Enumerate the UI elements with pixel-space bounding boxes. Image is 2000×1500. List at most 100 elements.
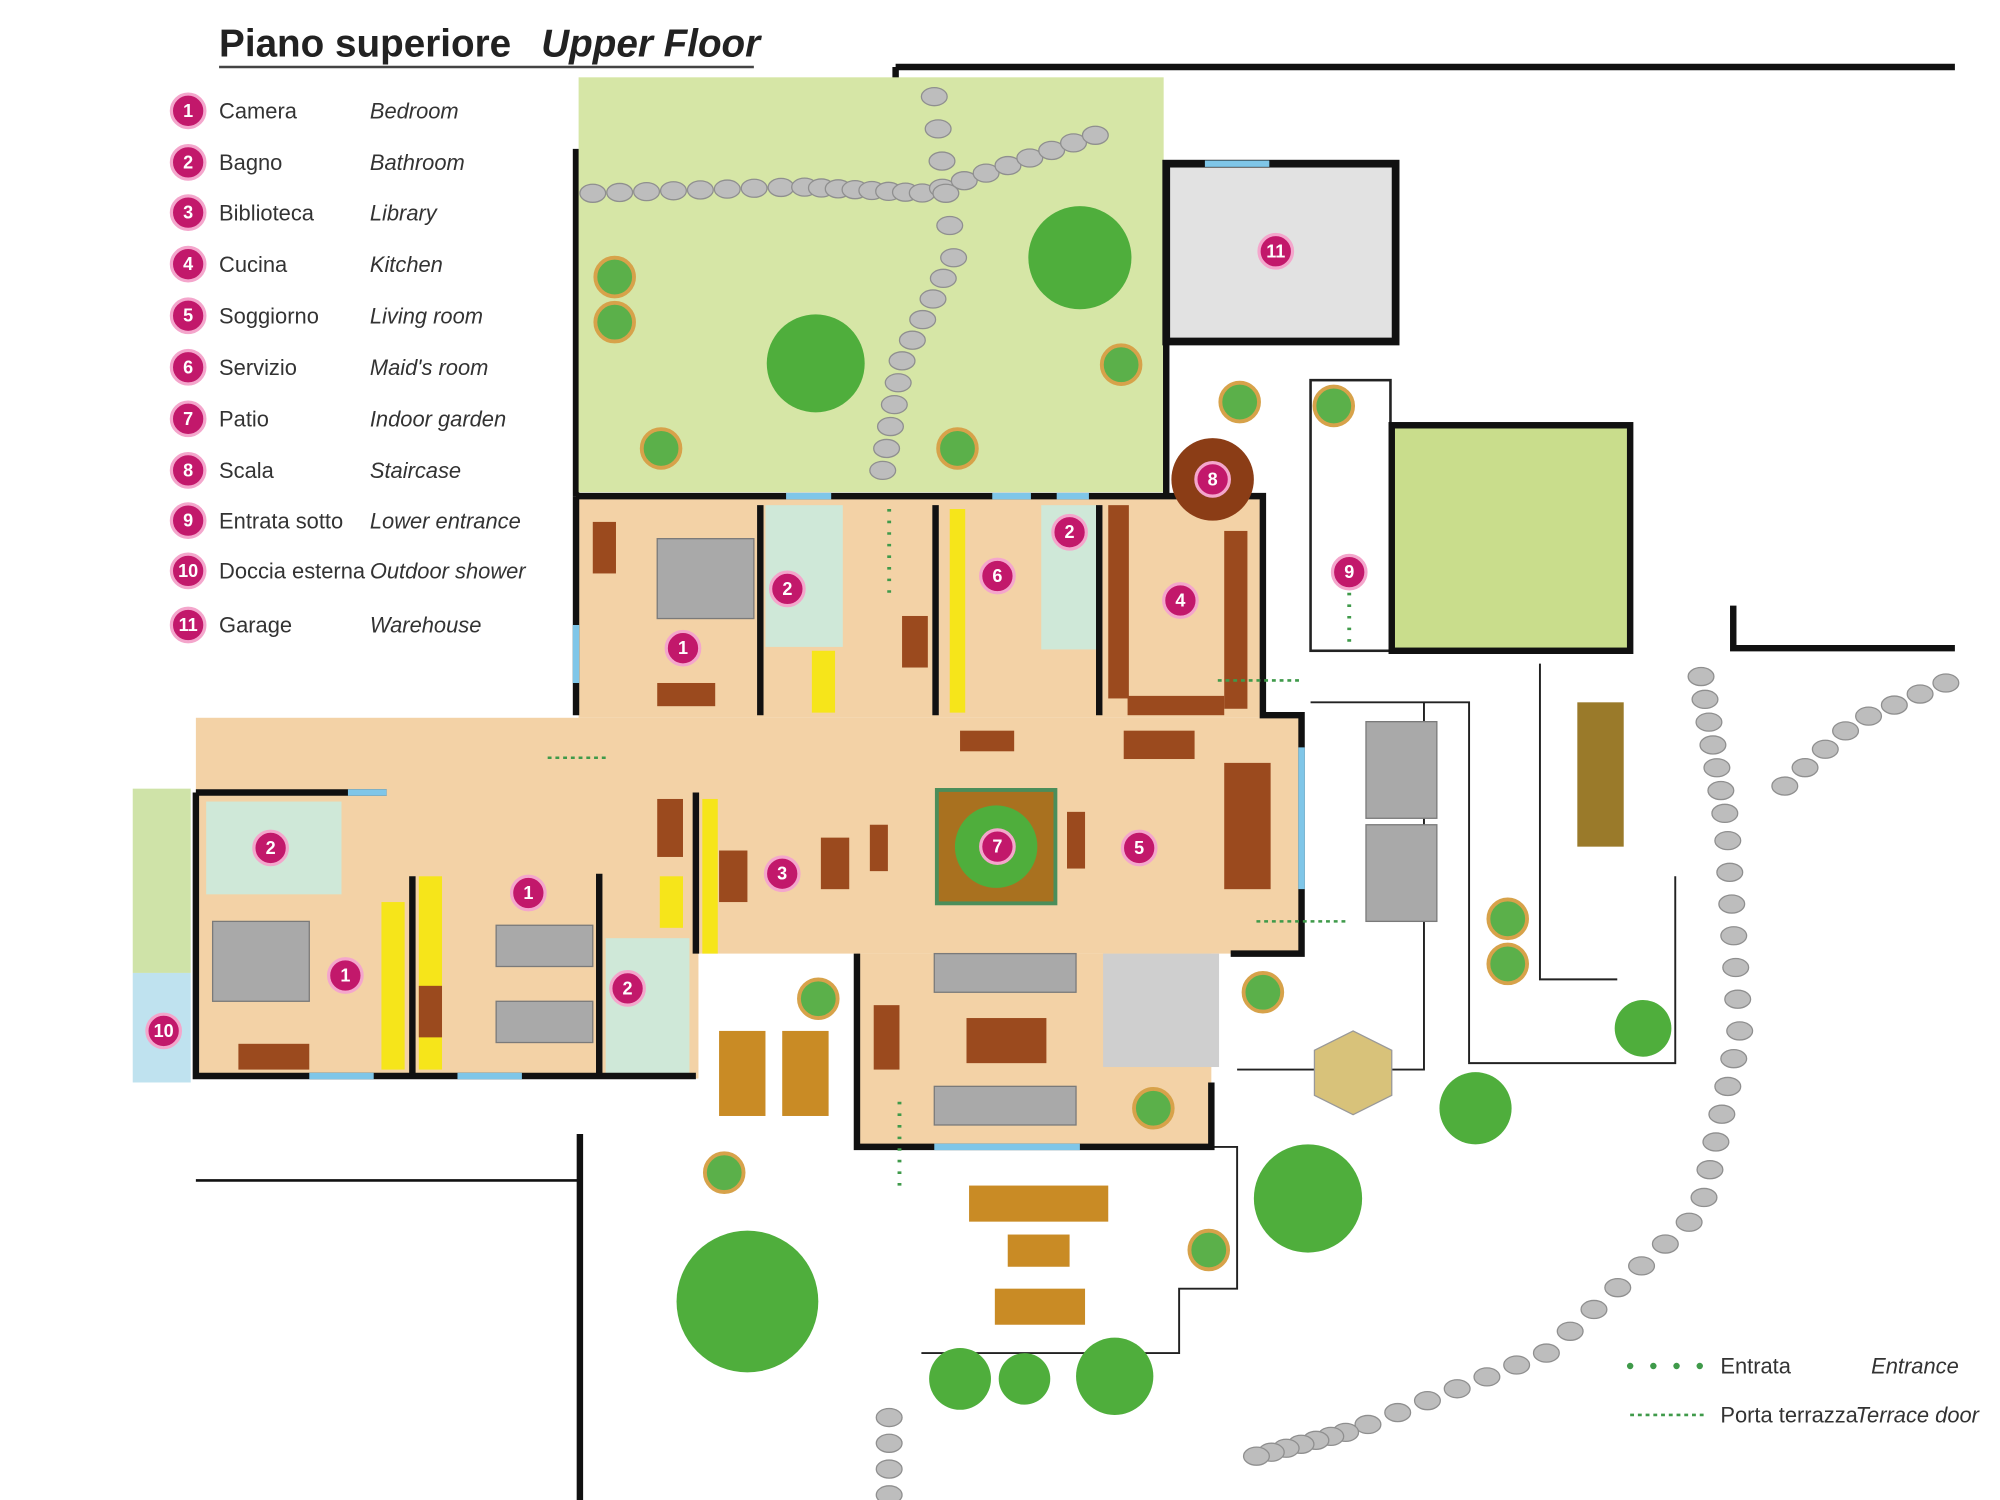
windows — [309, 492, 1305, 1151]
stepping-stone — [929, 268, 957, 289]
plan-title: Piano superiore Upper Floor — [219, 23, 762, 69]
stepping-stone — [633, 181, 661, 202]
room-marker-number: 2 — [1065, 522, 1075, 542]
tree-icon — [929, 1347, 991, 1410]
legend-english: Living room — [370, 303, 483, 328]
legend-english: Kitchen — [370, 252, 443, 277]
legend-number: 4 — [183, 254, 193, 274]
stepping-stone — [1771, 776, 1799, 796]
stepping-stone — [1580, 1299, 1608, 1320]
stepping-stone — [884, 373, 912, 393]
room-number-badge — [169, 451, 207, 489]
stepping-stone — [1473, 1367, 1501, 1387]
room-marker-number: 6 — [992, 566, 1002, 586]
room-number-badge — [169, 297, 207, 335]
room-marker-number: 4 — [1175, 591, 1185, 611]
line-legend-italian: Porta terrazza — [1720, 1403, 1858, 1428]
tree-icon — [676, 1230, 819, 1373]
legend-italian: Soggiorno — [219, 303, 319, 328]
stepping-stone — [880, 394, 908, 415]
stepping-stone — [1354, 1414, 1382, 1435]
stepping-stone — [876, 416, 904, 437]
legend-number: 9 — [183, 511, 193, 531]
stepping-stone — [1081, 125, 1109, 145]
legend-italian: Servizio — [219, 355, 297, 380]
legend-italian: Doccia esterna — [219, 559, 366, 584]
shrub-icon — [639, 427, 683, 470]
tree-icon — [1253, 1144, 1363, 1253]
stepping-stone — [1651, 1234, 1679, 1254]
room-number-badge — [169, 606, 207, 644]
stepping-stone — [1059, 133, 1088, 153]
stepping-stone — [898, 330, 926, 350]
stepping-stone — [1711, 803, 1739, 824]
stepping-stone — [659, 181, 687, 201]
stepping-stone — [1722, 957, 1750, 978]
stepping-stone — [1707, 780, 1735, 801]
stepping-stone — [1702, 1132, 1730, 1152]
room-marker-badge — [1194, 461, 1231, 498]
tree-icon — [998, 1353, 1051, 1405]
stepping-stone — [950, 171, 978, 191]
tree-icon — [1614, 1000, 1672, 1057]
stepping-stone — [1880, 695, 1908, 715]
room-marker-number: 1 — [678, 638, 688, 658]
room-marker: 2 — [769, 570, 806, 608]
room-marker-number: 7 — [992, 837, 1002, 857]
room-marker-badge — [509, 874, 547, 912]
legend-english: Outdoor shower — [370, 559, 527, 584]
title-italian: Piano superiore — [219, 23, 511, 66]
legend-english: Bedroom — [370, 99, 459, 124]
stepping-stone — [1724, 989, 1752, 1009]
legend-number: 2 — [183, 152, 193, 172]
shrub-icon — [1312, 384, 1356, 428]
room-marker: 2 — [609, 970, 646, 1007]
legend-english: Lower entrance — [370, 508, 521, 533]
legend-english: Bathroom — [370, 150, 465, 175]
stepping-stone — [994, 155, 1022, 176]
room-marker-number: 10 — [154, 1021, 174, 1041]
room-number-badge — [169, 502, 207, 539]
legend-number: 7 — [183, 409, 193, 429]
legend-number: 11 — [179, 615, 198, 635]
room-marker-badge — [769, 570, 806, 608]
shrub-icon — [797, 977, 840, 1020]
room-marker-badge — [979, 828, 1016, 866]
room-marker-badge — [1051, 513, 1088, 551]
stepping-stone — [1384, 1402, 1412, 1423]
room-marker-badge — [763, 855, 801, 893]
room-marker-number: 9 — [1344, 562, 1354, 582]
entrance-lines — [887, 509, 1352, 1193]
legend-number: 8 — [183, 460, 193, 480]
stepping-stone — [1038, 140, 1066, 161]
room-number-badge — [169, 194, 207, 231]
stepping-stone — [1532, 1343, 1560, 1363]
trees — [593, 206, 1672, 1415]
stepping-stone — [1720, 926, 1748, 946]
stepping-stone — [1687, 666, 1715, 687]
shrub-icon — [1486, 942, 1529, 986]
stepping-stone — [869, 460, 897, 481]
legend-english: Warehouse — [370, 613, 482, 638]
room-marker-number: 8 — [1208, 469, 1218, 489]
room-marker-badge — [1330, 553, 1368, 591]
legend-english: Indoor garden — [370, 407, 506, 432]
stepping-stone — [888, 351, 916, 371]
room-marker: 2 — [1051, 513, 1088, 551]
shrub-icon — [1099, 343, 1143, 386]
line-legend: Entrata Entrance Porta terrazza Terrace … — [1626, 1354, 1981, 1428]
stepping-stone — [928, 151, 956, 171]
stepping-stone — [740, 178, 768, 198]
room-marker: 1 — [664, 629, 702, 667]
stepping-stones — [579, 86, 1960, 1500]
stepping-stone — [936, 215, 964, 236]
stepping-stone — [1906, 684, 1934, 704]
stepping-stone — [1556, 1321, 1584, 1341]
room-marker-badge — [1162, 582, 1199, 619]
shrub-icon — [593, 300, 636, 344]
stepping-stone — [1604, 1278, 1632, 1298]
